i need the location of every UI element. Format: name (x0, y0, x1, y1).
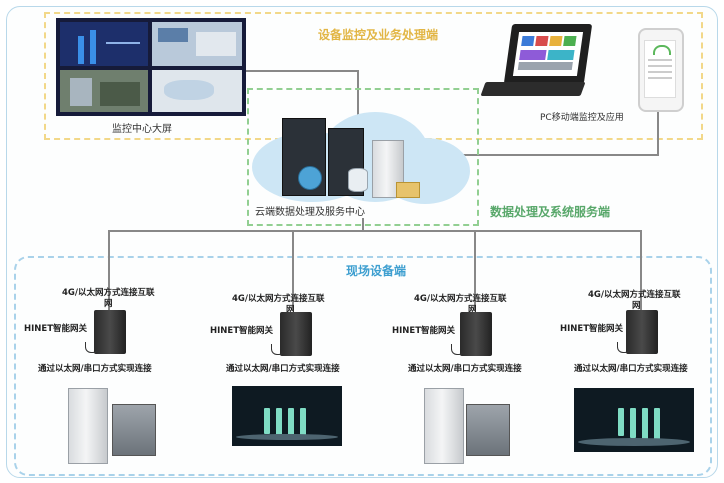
site-3-gateway-cable (451, 344, 465, 355)
site-1-gateway-icon (94, 310, 126, 354)
cloud-center-label: 云端数据处理及服务中心 (255, 207, 365, 218)
site-4-cold-storage-image (574, 388, 694, 452)
site-3-uplink-label-2: 网 (468, 305, 477, 315)
site-1-uplink-label-2: 网 (104, 299, 113, 309)
data-service-zone (247, 88, 479, 226)
site-2-gateway-cable (271, 344, 285, 355)
bus-drop-1 (108, 230, 110, 310)
wall-panel-schematic (152, 22, 242, 66)
wall-panel-photo (60, 70, 148, 112)
pc-to-cloud-line-h (460, 154, 659, 156)
screen-to-cloud-line-h (246, 70, 358, 72)
screen-to-cloud-line-v (357, 70, 359, 120)
wall-panel-map (152, 70, 242, 112)
site-2-gateway-label: HINET智能网关 (210, 326, 273, 336)
site-3-enclosure-image (466, 404, 510, 456)
bus-drop-4 (640, 230, 642, 310)
site-2-light-bar-3 (288, 408, 294, 438)
site-4-uplink-label: 4G/以太网方式连接互联 (588, 290, 681, 300)
site-1-cabinet-image (68, 388, 108, 464)
folder-icon (396, 182, 420, 198)
site-1-gateway-cable (85, 342, 99, 353)
site-1-uplink-label: 4G/以太网方式连接互联 (62, 288, 155, 298)
laptop-base (480, 82, 586, 96)
site-2-uplink-label: 4G/以太网方式连接互联 (232, 294, 325, 304)
site-2-cold-storage-image (232, 386, 342, 446)
site-1-enclosure-image (112, 404, 156, 456)
site-4-floor (578, 438, 690, 446)
site-4-light-bar-3 (642, 408, 648, 440)
site-1-downlink-label: 通过以太网/串口方式实现连接 (38, 364, 152, 374)
site-2-floor (236, 434, 338, 440)
site-3-downlink-label: 通过以太网/串口方式实现连接 (408, 364, 522, 374)
smartphone-icon (638, 28, 684, 112)
field-device-zone (14, 256, 712, 476)
monitoring-wall-image (56, 18, 246, 116)
site-3-uplink-label: 4G/以太网方式连接互联 (414, 294, 507, 304)
site-1-gateway-label: HINET智能网关 (24, 324, 87, 334)
site-4-light-bar-4 (654, 408, 660, 440)
site-4-uplink-label-2: 网 (632, 301, 641, 311)
laptop-icon (503, 24, 593, 84)
field-zone-label: 现场设备端 (346, 264, 407, 278)
site-4-downlink-label: 通过以太网/串口方式实现连接 (574, 364, 688, 374)
site-2-light-bar-2 (276, 408, 282, 436)
site-2-light-bar-4 (300, 408, 306, 438)
site-4-light-bar-2 (630, 408, 636, 438)
site-3-gateway-label: HINET智能网关 (392, 326, 455, 336)
bus-drop-3 (474, 230, 476, 310)
data-service-zone-label: 数据处理及系统服务端 (490, 205, 611, 219)
bus-drop-2 (292, 230, 294, 310)
site-4-light-bar-1 (618, 408, 624, 436)
bus-line (108, 230, 642, 232)
wall-panel-chart (60, 22, 148, 66)
site-4-gateway-label: HINET智能网关 (560, 324, 623, 334)
site-3-gateway-icon (460, 312, 492, 356)
site-2-gateway-icon (280, 312, 312, 356)
pc-mobile-label: PC移动端监控及应用 (540, 113, 624, 123)
pc-to-cloud-line-v (657, 110, 659, 156)
site-2-uplink-label-2: 网 (286, 305, 295, 315)
site-2-light-bar-1 (264, 408, 270, 434)
globe-icon (298, 166, 322, 190)
site-4-gateway-cable (617, 342, 631, 353)
monitoring-screen-label: 监控中心大屏 (112, 124, 172, 135)
monitoring-zone-label: 设备监控及业务处理端 (318, 28, 439, 42)
site-3-cabinet-image (424, 388, 464, 464)
site-2-downlink-label: 通过以太网/串口方式实现连接 (226, 364, 340, 374)
database-icon (348, 168, 368, 192)
site-4-gateway-icon (626, 310, 658, 354)
